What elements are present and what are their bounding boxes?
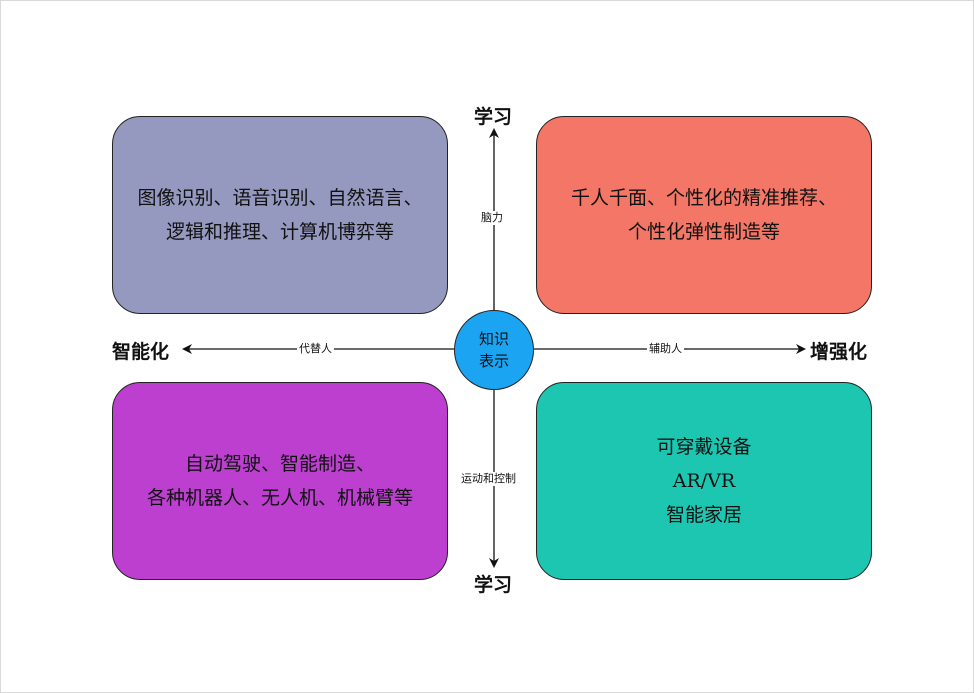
quadrant-top-left-line-1: 图像识别、语音识别、自然语言、 xyxy=(137,187,423,209)
quadrant-bottom-left-box: 自动驾驶、智能制造、 各种机器人、无人机、机械臂等 xyxy=(112,382,448,580)
axis-left-mid-label: 代替人 xyxy=(297,342,334,356)
quadrant-top-right-line-1: 千人千面、个性化的精准推荐、 xyxy=(570,187,837,209)
quadrant-bottom-right-line-3: 智能家居 xyxy=(665,504,742,526)
axis-left-label: 智能化 xyxy=(112,341,170,363)
quadrant-top-right-line-2: 个性化弹性制造等 xyxy=(627,221,780,243)
axis-right-mid-label: 辅助人 xyxy=(647,342,684,356)
center-label-line-1: 知识 xyxy=(478,330,509,348)
axis-top-mid-label: 脑力 xyxy=(479,211,505,225)
quadrant-bottom-right-line-1: 可穿戴设备 xyxy=(656,436,752,458)
axis-bottom-mid-label: 运动和控制 xyxy=(459,472,518,486)
quadrant-bottom-right-line-2: AR/VR xyxy=(672,470,736,492)
quadrant-bottom-right-box: 可穿戴设备 AR/VR 智能家居 xyxy=(536,382,872,580)
axis-top-label: 学习 xyxy=(474,106,513,128)
center-knowledge-circle: 知识 表示 xyxy=(454,310,534,390)
quadrant-top-left-box: 图像识别、语音识别、自然语言、 逻辑和推理、计算机博弈等 xyxy=(112,116,448,314)
quadrant-bottom-left-line-2: 各种机器人、无人机、机械臂等 xyxy=(146,487,413,509)
quadrant-bottom-left-line-1: 自动驾驶、智能制造、 xyxy=(184,453,375,475)
axis-right-label: 增强化 xyxy=(810,341,868,363)
quadrant-top-left-line-2: 逻辑和推理、计算机博弈等 xyxy=(165,221,394,243)
center-label-line-2: 表示 xyxy=(478,352,509,370)
quadrant-top-right-box: 千人千面、个性化的精准推荐、 个性化弹性制造等 xyxy=(536,116,872,314)
axis-bottom-label: 学习 xyxy=(474,574,513,596)
